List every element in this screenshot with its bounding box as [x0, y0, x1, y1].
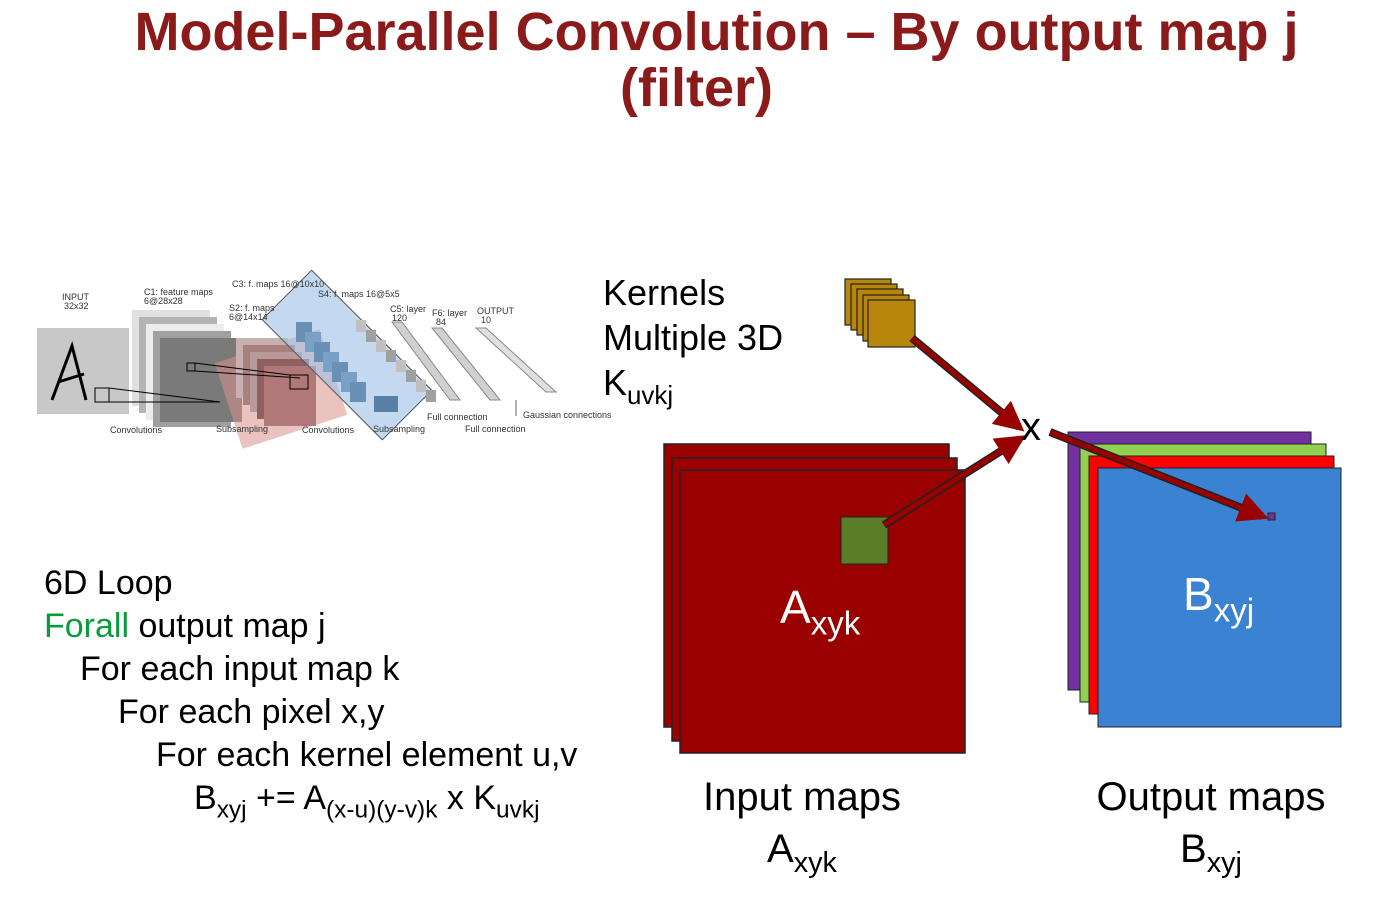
lenet-label-c5-size: 120	[392, 313, 407, 323]
kernels-line-1: Kernels	[603, 272, 726, 313]
multiply-operator: x	[1021, 405, 1041, 449]
loop-line-6: Bxyj += A(x-u)(y-v)k x Kuvkj	[194, 779, 540, 824]
lenet-conv-lines	[108, 387, 221, 403]
loop-line-4: For each pixel x,y	[118, 693, 385, 731]
lenet-c1-stack	[132, 310, 242, 427]
lenet-label-c1: C1: feature maps	[144, 287, 214, 297]
lenet-label-c3: C3: f. maps 16@10x10	[232, 279, 324, 289]
loop-line-5: For each kernel element u,v	[156, 736, 578, 774]
input-map-symbol: Axyk	[780, 581, 861, 643]
lenet-label-output: OUTPUT	[477, 306, 515, 316]
lenet-label-full-connection-1: Full connection	[427, 412, 488, 422]
kernels-label: Kernels Multiple 3D Kuvkj	[603, 270, 784, 411]
lenet-label-convolutions: Convolutions	[110, 425, 163, 435]
lenet-c3-stack	[296, 322, 398, 412]
output-maps-caption-symbol: Bxyj	[1180, 827, 1242, 880]
lenet-label-subsampling-2: Subsampling	[373, 424, 425, 434]
output-maps-caption: Output maps Bxyj	[1080, 771, 1342, 880]
loop-line-2: Forall output map j	[44, 607, 326, 645]
slide-title: Model-Parallel Convolution – By output m…	[0, 4, 1393, 116]
loop-line-1: 6D Loop	[44, 564, 173, 602]
lenet-c5-band	[391, 321, 461, 401]
lenet-label-convolutions-2: Convolutions	[302, 425, 355, 435]
loop-line-3: For each input map k	[80, 650, 400, 688]
input-map-stack	[663, 443, 966, 754]
lenet-f6-band	[430, 327, 502, 401]
lenet-label-f6: F6: layer	[432, 308, 467, 318]
output-pixel	[1267, 512, 1276, 521]
loop-pseudocode: 6D Loop Forall output map j For each inp…	[44, 562, 578, 824]
lenet-label-full-connection-2: Full connection	[465, 424, 526, 434]
lenet-label-subsampling: Subsampling	[216, 424, 268, 434]
lenet-label-c5: C5: layer	[390, 304, 426, 314]
input-patch	[840, 516, 889, 565]
title-line-2: (filter)	[620, 58, 773, 118]
input-maps-caption-text: Input maps	[703, 775, 901, 819]
forall-keyword: Forall	[44, 607, 130, 645]
lenet-input-glyph	[50, 340, 88, 401]
lenet-label-input-size: 32x32	[64, 301, 89, 311]
lenet-label-c1-size: 6@28x28	[144, 296, 183, 306]
lenet-label-s4: S4: f. maps 16@5x5	[318, 289, 400, 299]
lenet-diagram: INPUT 32x32 C1: feature maps 6@28x28 C3:…	[37, 269, 612, 449]
lenet-label-s2: S2: f. maps	[229, 303, 275, 313]
kernels-symbol: Kuvkj	[603, 362, 674, 411]
output-maps-caption-text: Output maps	[1096, 775, 1326, 819]
lenet-s4-stack	[356, 320, 436, 402]
kernel-stack	[844, 278, 916, 348]
title-line-1: Model-Parallel Convolution – By output m…	[134, 2, 1299, 62]
input-maps-caption-symbol: Axyk	[767, 827, 837, 880]
output-map-symbol: Bxyj	[1183, 568, 1255, 630]
lenet-label-gaussian: Gaussian connections	[523, 410, 612, 420]
kernels-line-2: Multiple 3D	[603, 317, 784, 358]
lenet-label-s2-size: 6@14x14	[229, 312, 268, 322]
output-map-stack	[1067, 431, 1342, 728]
lenet-label-input: INPUT	[62, 292, 90, 302]
lenet-input-window	[94, 387, 110, 403]
lenet-output-band	[474, 327, 558, 393]
lenet-label-f6-size: 84	[436, 317, 446, 327]
input-maps-caption: Input maps Axyk	[682, 771, 922, 880]
lenet-label-output-size: 10	[481, 315, 491, 325]
